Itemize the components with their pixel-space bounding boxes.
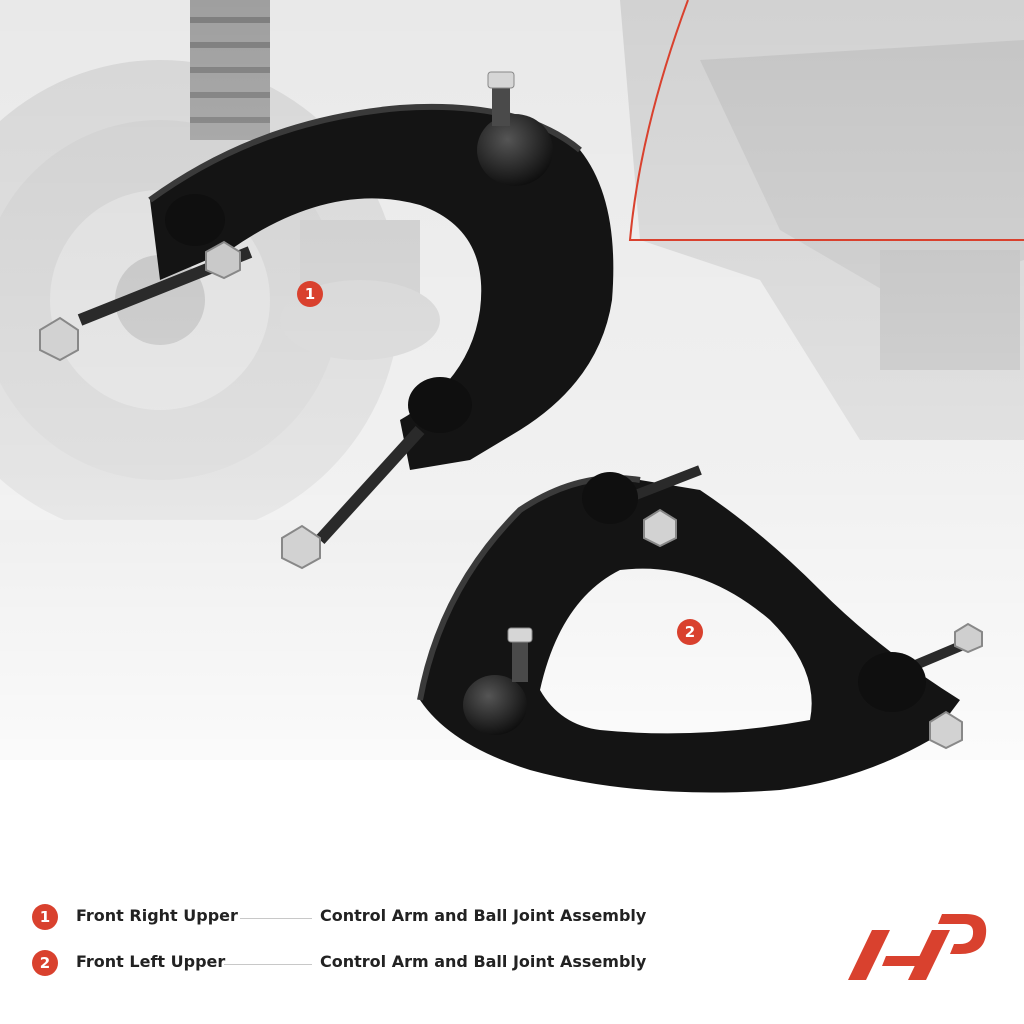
legend-label-1: Front Right Upper bbox=[76, 906, 238, 925]
legend-description-1: Control Arm and Ball Joint Assembly bbox=[320, 906, 647, 925]
legend-number-2: 2 bbox=[32, 950, 58, 976]
ap-logo-icon bbox=[848, 914, 987, 980]
legend-divider-2 bbox=[224, 964, 312, 965]
legend-divider-1 bbox=[240, 918, 312, 919]
legend-description-2: Control Arm and Ball Joint Assembly bbox=[320, 952, 647, 971]
accent-curve bbox=[628, 0, 1024, 241]
legend-label-2: Front Left Upper bbox=[76, 952, 226, 971]
control-arm-1 bbox=[39, 71, 614, 570]
legend-row-1: 1 Front Right Upper Control Arm and Ball… bbox=[32, 902, 672, 932]
control-arm-2 bbox=[417, 465, 983, 793]
callout-marker-2: 2 bbox=[677, 619, 703, 645]
legend-row-2: 2 Front Left Upper Control Arm and Ball … bbox=[32, 948, 672, 978]
callout-marker-1: 1 bbox=[297, 281, 323, 307]
legend-number-1: 1 bbox=[32, 904, 58, 930]
